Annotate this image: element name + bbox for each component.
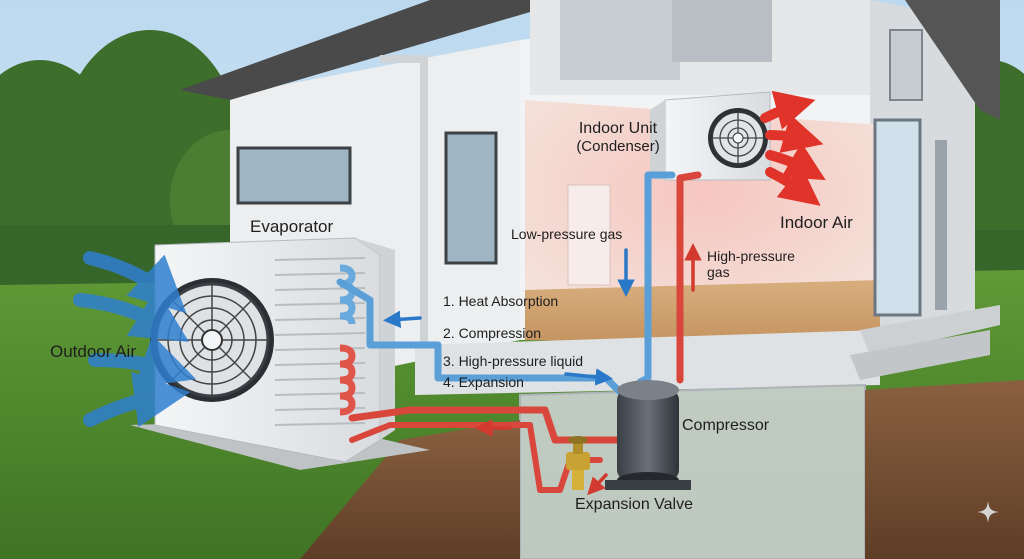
indoor-air-label: Indoor Air [780,213,853,232]
indoor-unit-label: Indoor Unit (Condenser) [566,120,670,156]
window-mid [444,131,498,265]
low-pressure-gas-label: Low-pressure gas [511,226,623,242]
flow-arrow-valve [587,473,608,496]
compressor-icon [605,380,691,490]
outdoor-unit [150,237,395,463]
sparkle-icon [977,501,999,523]
steps [860,305,1000,355]
evaporator-label: Evaporator [250,217,334,236]
step-3: 3. High-pressure liquid [443,353,584,369]
indoor-unit-label-line2: (Condenser) [576,138,660,156]
window-left [236,146,352,205]
step-4: 4. Expansion [443,374,524,390]
downpipe [420,55,428,365]
indoor-unit-label-line1: Indoor Unit [578,120,658,137]
cold-pipe-indoor [636,171,676,386]
hot-pipe-indoor [676,171,702,384]
basement [520,385,865,559]
high-pressure-gas-line1: High-pressure [707,248,795,264]
compressor-label: Compressor [682,417,770,434]
indoor-unit [650,91,771,181]
fan-icon [708,108,768,168]
expansion-valve-label: Expansion Valve [575,496,693,513]
outdoor-air-label: Outdoor Air [50,342,136,361]
outdoor-air-arrows [73,251,197,428]
step-2: 2. Compression [443,325,542,341]
high-pressure-gas-line2: gas [707,264,730,281]
high-pressure-gas-label: High-pressure gas [707,248,795,280]
soil [300,420,520,559]
interior-floor [525,280,880,345]
flow-arrow-step4 [564,368,613,386]
flow-arrow-step1 [383,310,422,329]
valve-icon [566,436,590,490]
indoor-air-arrows [760,90,826,206]
step-1: 1. Heat Absorption [443,293,559,309]
roof [180,0,530,100]
